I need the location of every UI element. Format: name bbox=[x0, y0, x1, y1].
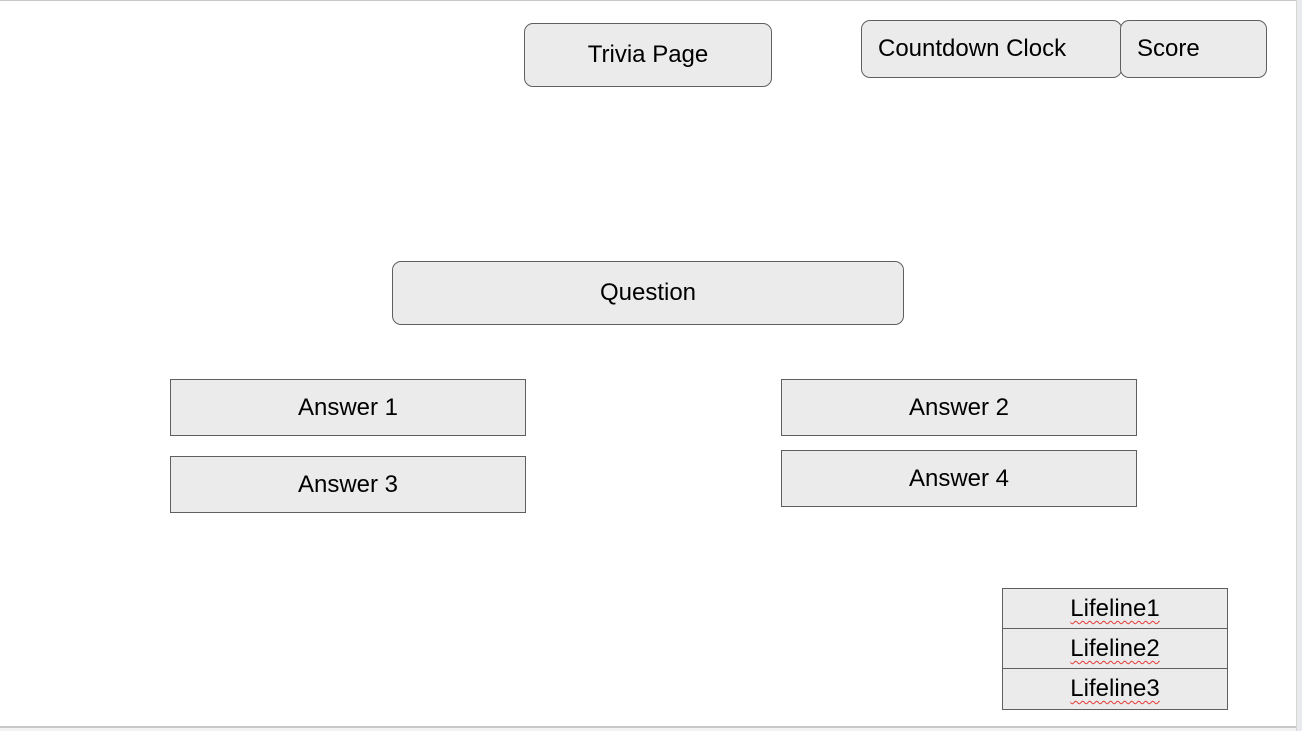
question-box: Question bbox=[392, 261, 904, 325]
score-display: Score bbox=[1120, 20, 1267, 78]
answer-1-button[interactable]: Answer 1 bbox=[170, 379, 526, 436]
countdown-clock-text: Countdown Clock bbox=[878, 35, 1067, 62]
trivia-page-title: Trivia Page bbox=[524, 23, 772, 87]
editor-scrollbar-edge bbox=[1296, 0, 1302, 731]
countdown-clock: Countdown Clock bbox=[861, 20, 1122, 78]
lifeline-1-text: Lifeline1 bbox=[1070, 594, 1160, 622]
lifelines-panel: Lifeline1 Lifeline2 Lifeline3 bbox=[1002, 588, 1228, 711]
lifeline-1-button[interactable]: Lifeline1 bbox=[1002, 588, 1228, 630]
answer-4-button[interactable]: Answer 4 bbox=[781, 450, 1137, 507]
lifeline-3-text: Lifeline3 bbox=[1070, 675, 1160, 703]
answer-3-button[interactable]: Answer 3 bbox=[170, 456, 526, 513]
answer-2-button[interactable]: Answer 2 bbox=[781, 379, 1137, 436]
lifeline-2-button[interactable]: Lifeline2 bbox=[1002, 628, 1228, 670]
answer-4-text: Answer 4 bbox=[908, 464, 1010, 492]
answer-3-text: Answer 3 bbox=[297, 470, 399, 498]
question-text: Question bbox=[599, 279, 697, 306]
lifeline-3-button[interactable]: Lifeline3 bbox=[1002, 668, 1228, 711]
score-text: Score bbox=[1137, 35, 1200, 62]
answer-1-text: Answer 1 bbox=[297, 393, 399, 421]
lifeline-2-text: Lifeline2 bbox=[1070, 635, 1160, 662]
trivia-page-title-text: Trivia Page bbox=[587, 41, 709, 68]
answer-2-text: Answer 2 bbox=[908, 393, 1010, 421]
